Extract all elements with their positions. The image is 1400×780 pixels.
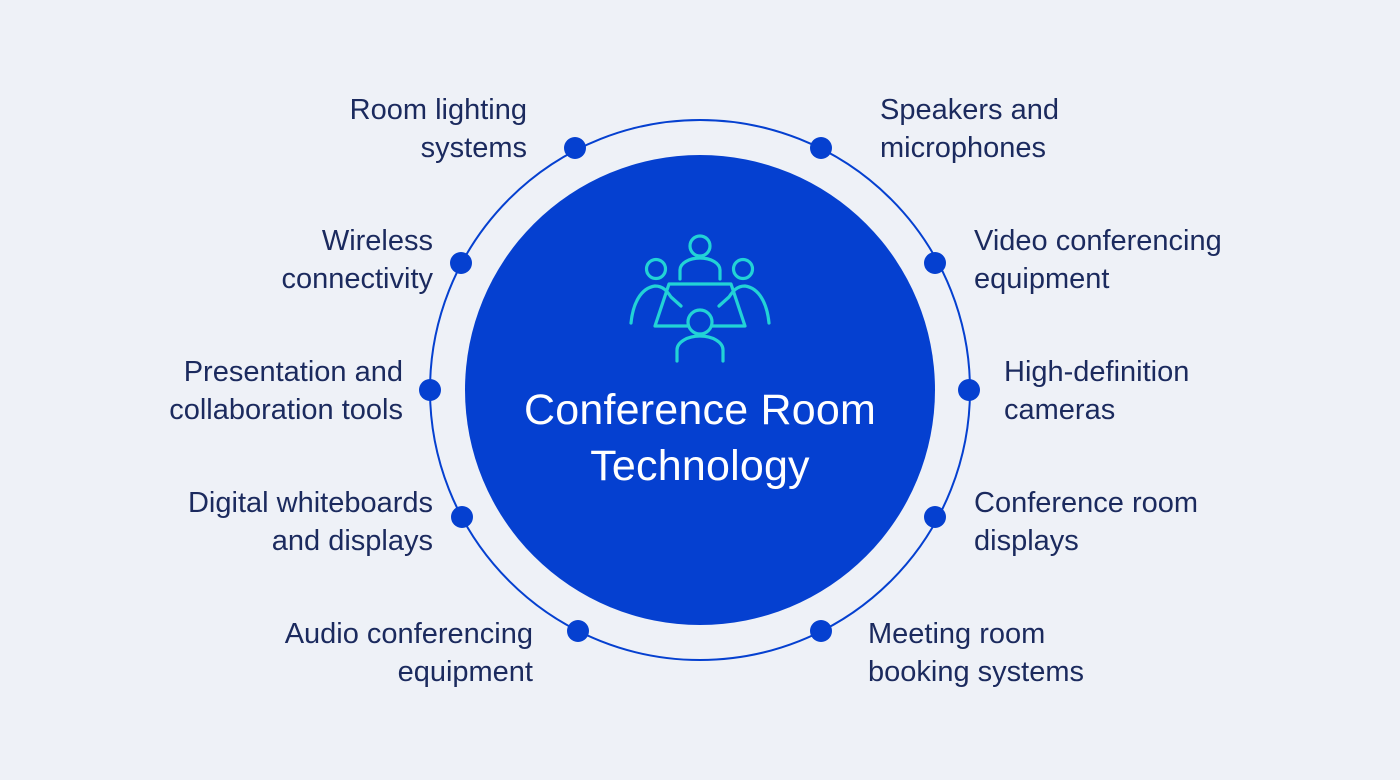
label-wireless: Wireless connectivity <box>281 222 433 298</box>
label-line: Audio conferencing <box>284 618 533 650</box>
label-line: Wireless <box>321 225 433 257</box>
label-speakers: Speakers and microphones <box>880 91 1059 167</box>
label-line: connectivity <box>281 263 433 295</box>
meeting-table-icon <box>629 234 771 363</box>
node-dot-speakers <box>810 137 832 159</box>
node-dot-video <box>924 252 946 274</box>
label-line: Conference room <box>974 487 1199 519</box>
node-dot-presentation <box>419 379 441 401</box>
center-title-line1: Conference Room <box>524 386 876 434</box>
center-title-line2: Technology <box>590 442 810 490</box>
label-line: Meeting room <box>868 618 1046 650</box>
label-line: systems <box>420 132 527 164</box>
label-line: High-definition <box>1004 356 1190 388</box>
label-line: equipment <box>974 263 1110 295</box>
node-dot-wireless <box>450 252 472 274</box>
label-line: displays <box>974 525 1079 557</box>
label-booking: Meeting room booking systems <box>868 615 1084 691</box>
label-displays: Conference room displays <box>974 484 1198 560</box>
label-line: cameras <box>1004 394 1116 426</box>
center-hub <box>465 155 935 625</box>
label-audio: Audio conferencing equipment <box>285 615 533 691</box>
node-dot-booking <box>810 620 832 642</box>
label-room-lighting: Room lighting systems <box>350 91 527 167</box>
node-dot-displays <box>924 506 946 528</box>
label-video: Video conferencing equipment <box>974 222 1222 298</box>
label-line: Presentation and <box>183 356 403 388</box>
label-line: and displays <box>271 525 433 557</box>
label-cameras: High-definition cameras <box>1004 353 1189 429</box>
node-dot-cameras <box>958 379 980 401</box>
label-line: Digital whiteboards <box>187 487 433 519</box>
label-line: microphones <box>880 132 1047 164</box>
label-line: Room lighting <box>349 94 527 126</box>
center-title: Conference Room Technology <box>465 382 935 494</box>
label-whiteboards: Digital whiteboards and displays <box>188 484 433 560</box>
label-line: collaboration tools <box>169 394 403 426</box>
label-line: equipment <box>397 656 533 688</box>
label-presentation: Presentation and collaboration tools <box>169 353 403 429</box>
node-dot-audio <box>567 620 589 642</box>
node-dot-room-lighting <box>564 137 586 159</box>
label-line: booking systems <box>868 656 1084 688</box>
label-line: Video conferencing <box>974 225 1222 257</box>
node-dot-whiteboards <box>451 506 473 528</box>
label-line: Speakers and <box>880 94 1059 126</box>
